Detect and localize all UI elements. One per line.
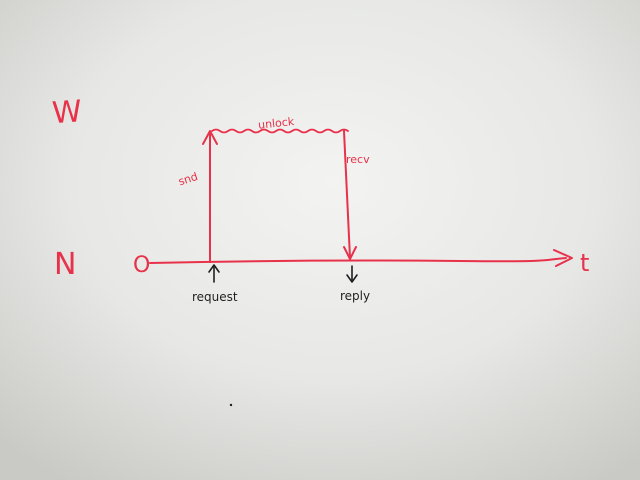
reply-arrowhead (346, 274, 358, 283)
send-transition-arrowhead (202, 130, 218, 145)
unlock-label: unlock (257, 115, 295, 132)
send-label: snd (177, 170, 200, 188)
receive-transition-arrowhead (343, 246, 357, 260)
state-label-w: W (51, 94, 83, 131)
origin-label: O (133, 253, 150, 278)
receive-transition-line (343, 130, 351, 259)
unlock-wavy-line (211, 128, 349, 134)
time-axis-line (149, 257, 567, 264)
time-axis-arrowhead (553, 249, 573, 267)
marker-speck (229, 403, 233, 407)
receive-label: recv (346, 153, 370, 166)
request-label: request (192, 290, 238, 304)
request-arrowhead (208, 264, 220, 273)
state-label-n: N (54, 247, 76, 282)
time-axis-label: t (580, 249, 589, 277)
reply-label: reply (340, 289, 370, 303)
